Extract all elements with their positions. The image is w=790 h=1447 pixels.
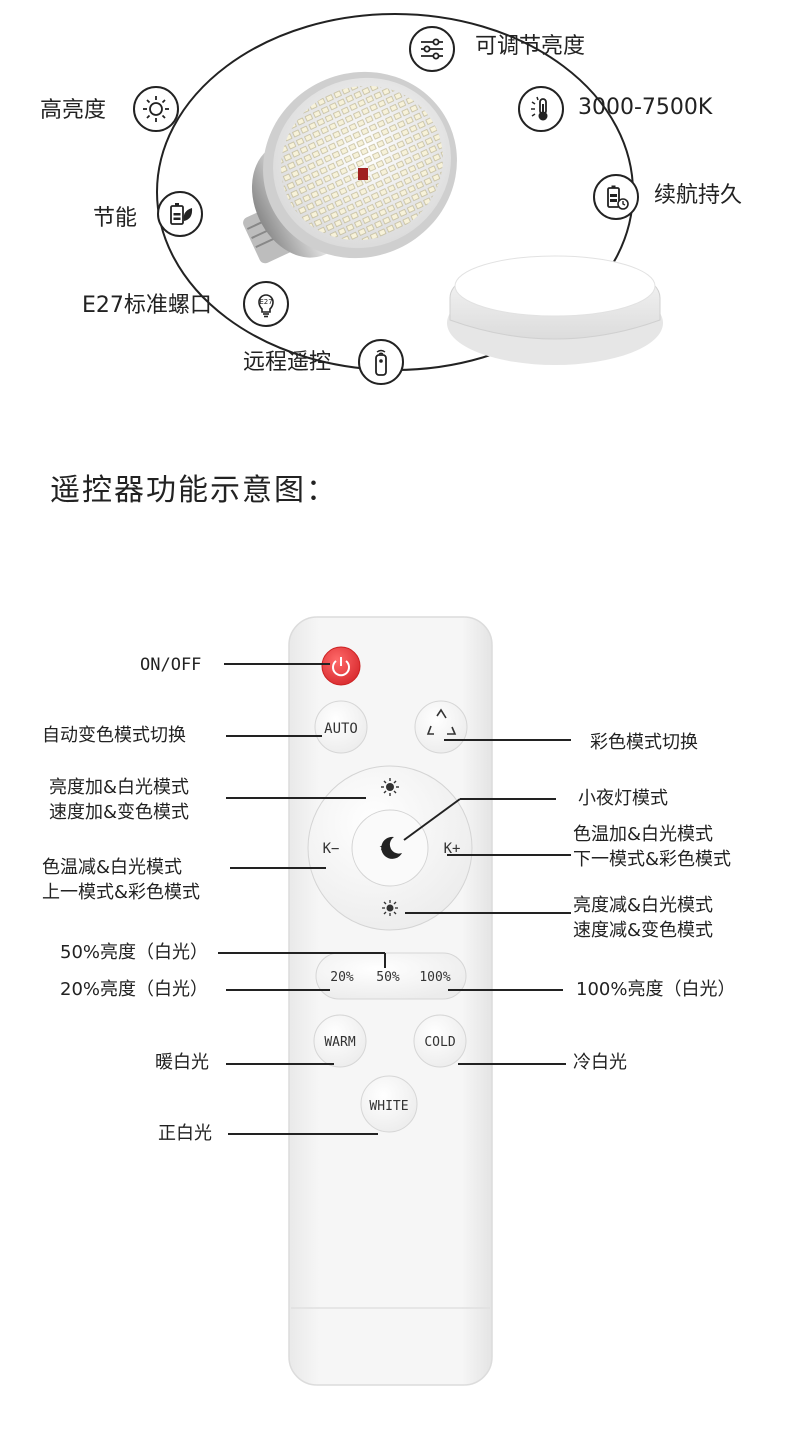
battery-leaf-icon [157,191,203,237]
cold-button[interactable] [413,1014,467,1068]
label-pct100: 100%亮度（白光） [576,979,736,1000]
label-auto-switch: 自动变色模式切换 [42,725,186,746]
auto-button-label: AUTO [324,721,358,737]
moon-star-icon: ★ [379,836,402,859]
warm-button-label: WARM [324,1035,355,1050]
battery-clock-icon [593,174,639,220]
feature-high-brightness-label: 高亮度 [40,98,107,123]
bulb-e27-icon: E27 [243,281,289,327]
label-ct-down-1: 色温减&白光模式 [42,857,183,878]
label-pct20: 20%亮度（白光） [60,979,209,1000]
white-button[interactable] [360,1075,418,1133]
pct20-button[interactable]: 20% [330,970,354,985]
label-bright-down-1: 亮度减&白光模式 [573,895,714,916]
label-color-mode-switch: 彩色模式切换 [590,732,698,753]
section-title: 遥控器功能示意图： [50,473,338,508]
lampshade-image [447,255,663,365]
k-plus-button[interactable]: K+ [444,841,461,857]
power-icon [332,657,350,677]
brightness-down-sun-icon[interactable] [382,900,398,916]
feature-long-battery-label: 续航持久 [654,183,743,208]
label-cold: 冷白光 [573,1052,627,1073]
label-white: 正白光 [158,1123,212,1144]
leader-lines [218,663,571,1135]
feature-remote-control-label: 远程遥控 [243,350,332,375]
remote-control: AUTO ★ K− K+ 20% 50% 100% WARM COLD WHIT… [218,616,571,1386]
feature-e27-label: E27标准螺口 [82,293,212,318]
feature-adjustable-brightness-label: 可调节亮度 [475,34,586,59]
brightness-up-sun-icon[interactable] [381,778,399,796]
label-bright-down-2: 速度减&变色模式 [573,920,714,941]
label-bright-up-1: 亮度加&白光模式 [49,777,190,798]
white-button-label: WHITE [369,1099,408,1114]
e27-icon-text: E27 [259,298,272,306]
thermometer-sun-icon [518,86,564,132]
slider-adjust-icon [409,26,455,72]
label-bright-up-2: 速度加&变色模式 [49,802,190,823]
label-warm: 暖白光 [155,1052,209,1073]
auto-button[interactable] [314,700,368,754]
pct100-button[interactable]: 100% [419,970,450,985]
label-ct-down-2: 上一模式&彩色模式 [42,882,201,903]
cycle-arrows-icon [426,708,457,735]
percent-bar [315,952,467,1000]
warm-button[interactable] [313,1014,367,1068]
label-night-light: 小夜灯模式 [578,788,668,809]
pct50-button[interactable]: 50% [376,970,400,985]
label-pct50: 50%亮度（白光） [60,942,209,963]
feature-color-temp-label: 3000-7500K [578,95,713,120]
label-on-off: ON/OFF [140,655,202,675]
label-ct-up-1: 色温加&白光模式 [573,824,714,845]
label-ct-up-2: 下一模式&彩色模式 [573,849,732,870]
sun-icon [133,86,179,132]
k-minus-button[interactable]: K− [323,841,340,857]
feature-energy-saving-label: 节能 [93,206,138,231]
svg-text:★: ★ [379,843,387,853]
led-bulb-image [243,71,457,264]
cold-button-label: COLD [424,1035,455,1050]
remote-icon [358,339,404,385]
